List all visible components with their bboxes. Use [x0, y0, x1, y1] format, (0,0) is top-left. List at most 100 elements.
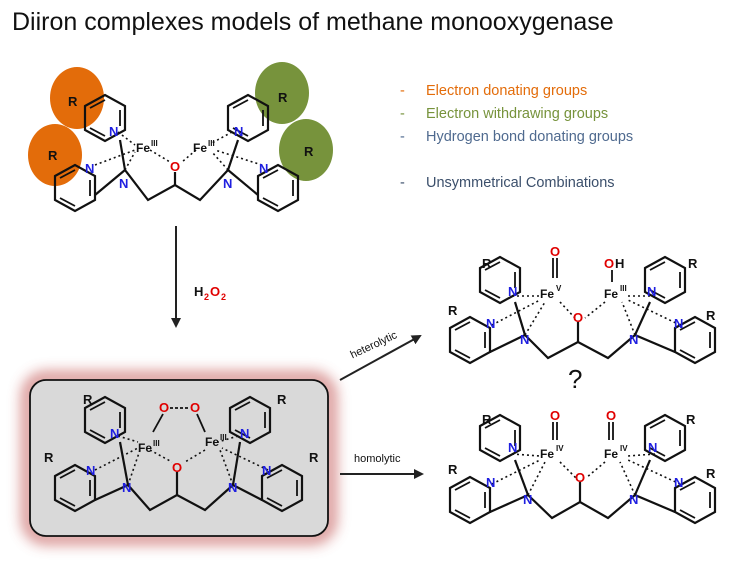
nitrogen-label: N: [648, 440, 657, 455]
nitrogen-label: N: [629, 332, 638, 347]
oxygen-label: O: [159, 400, 169, 415]
r-group-label: R: [44, 450, 54, 465]
nitrogen-label: N: [629, 492, 638, 507]
oxygen-label: O: [190, 400, 200, 415]
oxidation-state: III: [620, 284, 627, 293]
oxidation-state: V: [556, 284, 562, 293]
heterolytic-label: heterolytic: [349, 329, 400, 361]
homolytic-label: homolytic: [354, 453, 401, 465]
legend-dash: -: [400, 175, 405, 191]
svg-text:2: 2: [221, 292, 226, 302]
svg-text:2: 2: [204, 292, 209, 302]
iron-label: Fe: [604, 447, 618, 461]
nitrogen-label: N: [674, 475, 683, 490]
hydrogen-label: H: [615, 256, 624, 271]
question-mark: ?: [568, 364, 582, 394]
heterolytic-arrow: [339, 335, 422, 381]
legend-item-unsymmetrical: - Unsymmetrical Combinations: [400, 172, 633, 195]
r-group-label: R: [278, 90, 288, 105]
legend-item-donating: - Electron donating groups: [400, 80, 633, 103]
nitrogen-label: N: [259, 161, 268, 176]
oxygen-label: O: [575, 470, 585, 485]
iron-label: Fe: [604, 287, 618, 301]
nitrogen-label: N: [523, 492, 532, 507]
nitrogen-label: N: [520, 332, 529, 347]
nitrogen-label: N: [86, 463, 95, 478]
iron-label: Fe: [205, 435, 219, 449]
nitrogen-label: N: [486, 475, 495, 490]
iron-label: Fe: [136, 141, 150, 155]
oxygen-label: O: [573, 310, 583, 325]
donating-group-circle: [50, 67, 104, 129]
nitrogen-label: N: [262, 463, 271, 478]
nitrogen-label: N: [85, 161, 94, 176]
legend-label: Hydrogen bond donating groups: [426, 129, 634, 145]
legend-item-hbond: - Hydrogen bond donating groups: [400, 126, 633, 149]
iron-label: Fe: [138, 441, 152, 455]
starting-complex: R R R R N N N N N N O Fe III Fe III: [28, 62, 333, 213]
peroxo-complex: R R R R N N N N N N O O O Fe III Fe III: [44, 392, 319, 513]
legend-label: Electron withdrawing groups: [426, 106, 609, 122]
nitrogen-label: N: [486, 316, 495, 331]
nitrogen-label: N: [647, 284, 656, 299]
r-group-label: R: [706, 466, 716, 481]
r-group-label: R: [309, 450, 319, 465]
legend-dash: -: [400, 106, 405, 122]
withdrawing-group-circle: [279, 119, 333, 181]
r-group-label: R: [448, 303, 458, 318]
oxygen-label: O: [170, 159, 180, 174]
r-group-label: R: [706, 308, 716, 323]
nitrogen-label: N: [122, 480, 131, 495]
substituent-legend: - Electron donating groups - Electron with…: [400, 80, 633, 195]
r-group-label: R: [482, 256, 492, 271]
r-group-label: R: [277, 392, 287, 407]
iron-label: Fe: [193, 141, 207, 155]
iron-label: Fe: [540, 447, 554, 461]
r-group-label: R: [48, 148, 58, 163]
oxygen-label: O: [172, 460, 182, 475]
r-group-label: R: [304, 144, 314, 159]
nitrogen-label: N: [240, 426, 249, 441]
nitrogen-label: N: [223, 176, 232, 191]
oxidation-state: IV: [620, 444, 628, 453]
page-title: Diiron complexes models of methane monoo…: [12, 8, 614, 36]
oxidation-state: III: [151, 139, 158, 148]
homolytic-product: R R R R N N N N N N O O O Fe IV Fe IV: [448, 408, 717, 525]
oxygen-label: O: [604, 256, 614, 271]
coordination-bonds: [94, 131, 263, 171]
legend-item-withdrawing: - Electron withdrawing groups: [400, 103, 633, 126]
oxidation-state: IV: [556, 444, 564, 453]
oxidation-state: III: [220, 433, 227, 442]
oxidation-state: III: [208, 139, 215, 148]
peroxo-intermediate-box: [22, 372, 336, 544]
legend-dash: -: [400, 83, 405, 99]
nitrogen-label: N: [508, 440, 517, 455]
oxygen-label: O: [606, 408, 616, 423]
nitrogen-label: N: [228, 480, 237, 495]
heterolytic-product: R R R R N N N N N N O O H O Fe V Fe III: [448, 244, 717, 365]
r-group-label: R: [83, 392, 93, 407]
oxidation-state: III: [153, 439, 160, 448]
nitrogen-label: N: [119, 176, 128, 191]
iron-label: Fe: [540, 287, 554, 301]
reagent-h2o2: H 2 O 2: [194, 284, 226, 302]
r-group-label: R: [482, 412, 492, 427]
nitrogen-label: N: [234, 124, 243, 139]
legend-label: Electron donating groups: [426, 83, 588, 99]
nitrogen-label: N: [110, 426, 119, 441]
oxygen-label: O: [550, 408, 560, 423]
r-group-label: R: [686, 412, 696, 427]
nitrogen-label: N: [674, 316, 683, 331]
donating-group-circle: [28, 124, 82, 186]
r-group-label: R: [448, 462, 458, 477]
r-group-label: R: [68, 94, 78, 109]
legend-label: Unsymmetrical Combinations: [426, 175, 615, 191]
svg-text:O: O: [210, 284, 220, 299]
nitrogen-label: N: [508, 284, 517, 299]
r-group-label: R: [688, 256, 698, 271]
nitrogen-label: N: [109, 124, 118, 139]
legend-dash: -: [400, 129, 405, 145]
svg-text:H: H: [194, 284, 203, 299]
oxygen-label: O: [550, 244, 560, 259]
